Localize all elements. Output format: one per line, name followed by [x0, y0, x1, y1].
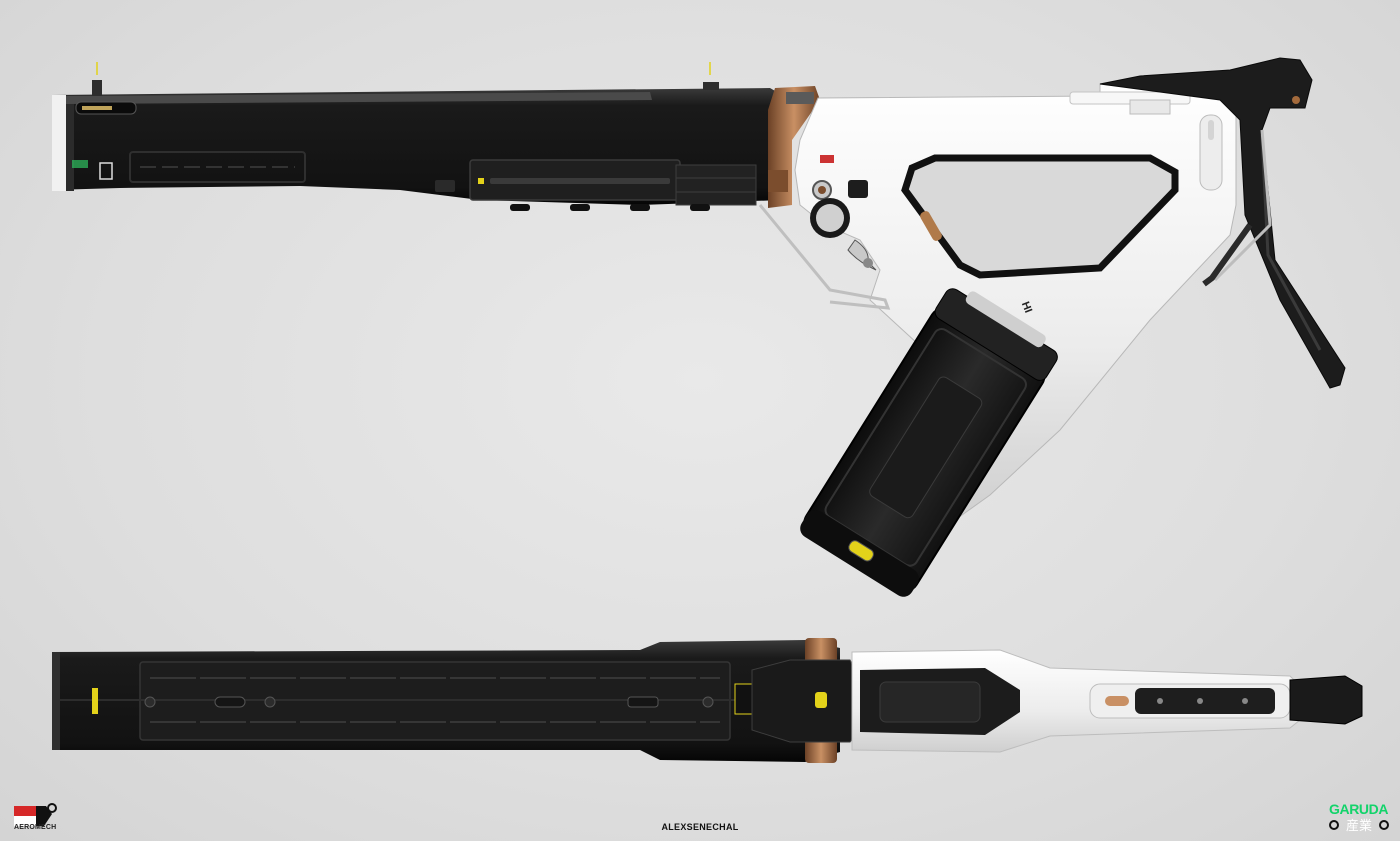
top-view: [52, 638, 1363, 763]
aeromech-logo-icon: [14, 803, 57, 826]
garuda-logo-kanji: 産業: [1346, 819, 1373, 834]
garuda-logo-text: GARUDA: [1329, 801, 1389, 817]
muzzle-cap: [52, 95, 66, 191]
magazine: [800, 288, 1058, 597]
side-view: [52, 57, 1346, 597]
artist-credit: ALEXSENECHAL: [661, 822, 739, 832]
frame-window: [901, 154, 1179, 279]
aeromech-logo-text: AEROMECH: [14, 824, 57, 831]
trigger-guard: [758, 204, 891, 310]
front-sight: [92, 80, 102, 96]
trigger: [847, 239, 877, 271]
garuda-logo-icon: [1329, 820, 1389, 830]
